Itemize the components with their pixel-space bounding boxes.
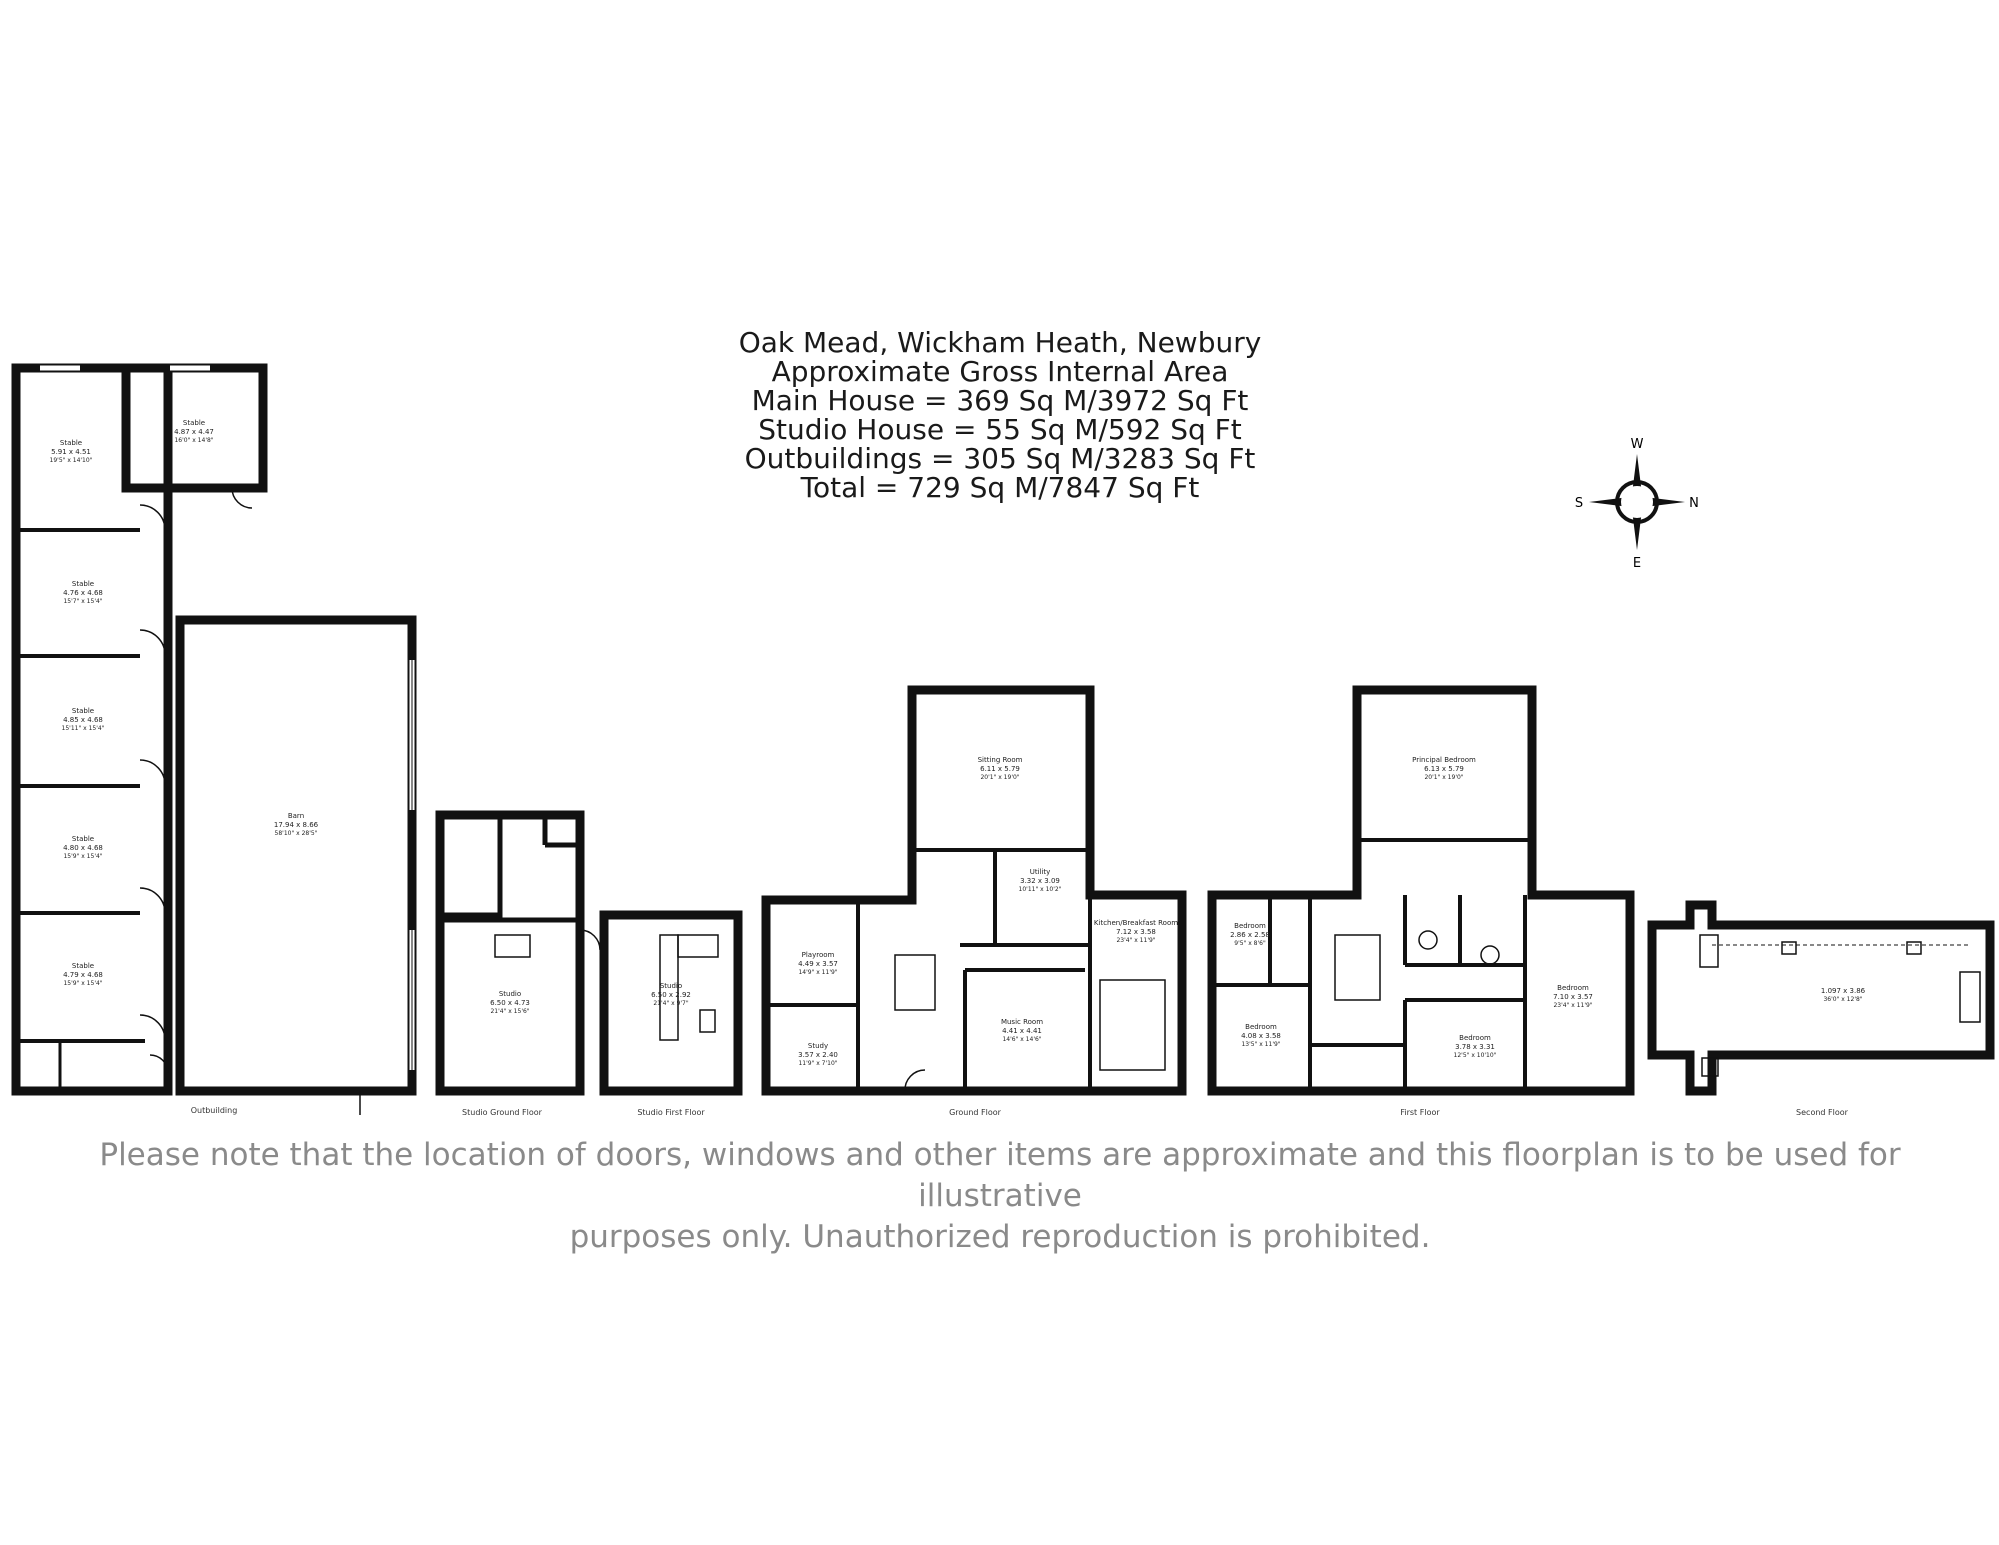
property-address: Oak Mead, Wickham Heath, Newbury (738, 326, 1262, 359)
room-study-metric: 3.57 x 2.40 (798, 1051, 838, 1059)
studio-first-floor-plan (599, 910, 743, 1096)
room-stable-5-imperial: 15'9" x 15'4" (63, 853, 102, 860)
floor-label-first: First Floor (1400, 1108, 1440, 1117)
room-bedroom-right-metric: 7.10 x 3.57 (1553, 993, 1593, 1001)
room-utility-name: Utility (1030, 868, 1051, 876)
floor-labels: Outbuilding Studio Ground Floor Studio F… (191, 1106, 1849, 1117)
disclaimer-text: Please note that the location of doors, … (40, 1135, 1960, 1258)
room-bedroom-left-metric: 4.08 x 3.58 (1241, 1032, 1281, 1040)
area-outbuildings: Outbuildings = 305 Sq M/3283 Sq Ft (744, 442, 1256, 475)
room-utility-imperial: 10'11" x 10'2" (1019, 886, 1062, 893)
room-principal-metric: 6.13 x 5.79 (1424, 765, 1464, 773)
room-study-name: Study (808, 1042, 828, 1050)
room-barn-metric: 17.94 x 8.66 (274, 821, 319, 829)
compass-east-label: E (1633, 556, 1641, 571)
floor-label-second: Second Floor (1796, 1108, 1849, 1117)
room-second-floor-imperial: 36'0" x 12'8" (1823, 996, 1862, 1003)
room-stable-6-metric: 4.79 x 4.68 (63, 971, 103, 979)
room-labels: Stable 5.91 x 4.51 19'5" x 14'10" Stable… (50, 419, 1866, 1067)
room-studio-first-imperial: 21'4" x 9'7" (653, 1000, 689, 1007)
room-bedroom-small-metric: 2.86 x 2.58 (1230, 931, 1270, 939)
outbuilding-barn (175, 615, 417, 1115)
room-playroom-imperial: 14'9" x 11'9" (798, 969, 837, 976)
room-sitting-imperial: 20'1" x 19'0" (980, 774, 1019, 781)
room-studio-ground-imperial: 21'4" x 15'6" (490, 1008, 529, 1015)
room-bedroom-small-name: Bedroom (1234, 922, 1266, 930)
room-stable-4-name: Stable (72, 707, 94, 715)
floor-label-studio-first: Studio First Floor (637, 1108, 705, 1117)
room-stable-4-imperial: 15'11" x 15'4" (62, 725, 105, 732)
room-stable-2-metric: 4.87 x 4.47 (174, 428, 214, 436)
compass-south-label: S (1575, 496, 1583, 511)
room-stable-2-imperial: 16'0" x 14'8" (174, 437, 213, 444)
first-floor-plan (1207, 685, 1635, 1096)
disclaimer-line-2: purposes only. Unauthorized reproduction… (569, 1219, 1431, 1255)
room-bedroom-right-imperial: 23'4" x 11'9" (1553, 1002, 1592, 1009)
room-studio-ground-name: Studio (499, 990, 521, 998)
floor-label-ground: Ground Floor (949, 1108, 1002, 1117)
area-total: Total = 729 Sq M/7847 Sq Ft (800, 471, 1200, 504)
room-stable-1-metric: 5.91 x 4.51 (51, 448, 91, 456)
room-utility-metric: 3.32 x 3.09 (1020, 877, 1060, 885)
room-stable-3-name: Stable (72, 580, 94, 588)
room-stable-4-metric: 4.85 x 4.68 (63, 716, 103, 724)
room-music-name: Music Room (1001, 1018, 1043, 1026)
room-stable-6-name: Stable (72, 962, 94, 970)
ground-floor-plan (761, 685, 1187, 1096)
room-principal-imperial: 20'1" x 19'0" (1424, 774, 1463, 781)
room-stable-2-name: Stable (183, 419, 205, 427)
room-study-imperial: 11'9" x 7'10" (798, 1060, 837, 1067)
room-bedroom-left-imperial: 13'5" x 11'9" (1241, 1041, 1280, 1048)
room-principal-name: Principal Bedroom (1412, 756, 1476, 764)
room-sitting-name: Sitting Room (978, 756, 1023, 764)
compass-rose-icon: W E S N (1570, 432, 1710, 572)
room-bedroom-small-imperial: 9'5" x 8'6" (1234, 940, 1266, 947)
room-bedroom-left-name: Bedroom (1245, 1023, 1277, 1031)
room-playroom-name: Playroom (802, 951, 835, 959)
room-bedroom-mid-imperial: 12'5" x 10'10" (1454, 1052, 1497, 1059)
floorplan-header: Oak Mead, Wickham Heath, Newbury Approxi… (600, 328, 1400, 502)
room-kitchen-metric: 7.12 x 3.58 (1116, 928, 1156, 936)
floor-label-outbuilding: Outbuilding (191, 1106, 238, 1115)
room-stable-1-imperial: 19'5" x 14'10" (50, 457, 93, 464)
room-bedroom-mid-name: Bedroom (1459, 1034, 1491, 1042)
studio-ground-floor-plan (435, 810, 601, 1096)
disclaimer-line-1: Please note that the location of doors, … (99, 1137, 1901, 1214)
room-stable-5-name: Stable (72, 835, 94, 843)
second-floor-plan (1647, 900, 1995, 1096)
room-stable-6-imperial: 15'9" x 15'4" (63, 980, 102, 987)
room-playroom-metric: 4.49 x 3.57 (798, 960, 838, 968)
room-music-imperial: 14'6" x 14'6" (1002, 1036, 1041, 1043)
compass-west-label: W (1631, 437, 1644, 452)
room-music-metric: 4.41 x 4.41 (1002, 1027, 1042, 1035)
area-main-house: Main House = 369 Sq M/3972 Sq Ft (751, 384, 1249, 417)
room-kitchen-name: Kitchen/Breakfast Room (1094, 919, 1178, 927)
room-barn-name: Barn (288, 812, 304, 820)
room-sitting-metric: 6.11 x 5.79 (980, 765, 1020, 773)
room-stable-3-imperial: 15'7" x 15'4" (63, 598, 102, 605)
area-studio-house: Studio House = 55 Sq M/592 Sq Ft (758, 413, 1242, 446)
room-bedroom-mid-metric: 3.78 x 3.31 (1455, 1043, 1495, 1051)
floor-label-studio-ground: Studio Ground Floor (462, 1108, 543, 1117)
outbuilding-stables (11, 363, 268, 1096)
room-studio-first-metric: 6.50 x 2.92 (651, 991, 691, 999)
room-stable-5-metric: 4.80 x 4.68 (63, 844, 103, 852)
compass-north-label: N (1689, 496, 1699, 511)
room-studio-ground-metric: 6.50 x 4.73 (490, 999, 530, 1007)
room-studio-first-name: Studio (660, 982, 682, 990)
room-bedroom-right-name: Bedroom (1557, 984, 1589, 992)
room-stable-1-name: Stable (60, 439, 82, 447)
room-stable-3-metric: 4.76 x 4.68 (63, 589, 103, 597)
room-kitchen-imperial: 23'4" x 11'9" (1116, 937, 1155, 944)
room-barn-imperial: 58'10" x 28'5" (275, 830, 318, 837)
area-heading: Approximate Gross Internal Area (771, 355, 1229, 388)
room-second-floor-metric: 1.097 x 3.86 (1821, 987, 1866, 995)
